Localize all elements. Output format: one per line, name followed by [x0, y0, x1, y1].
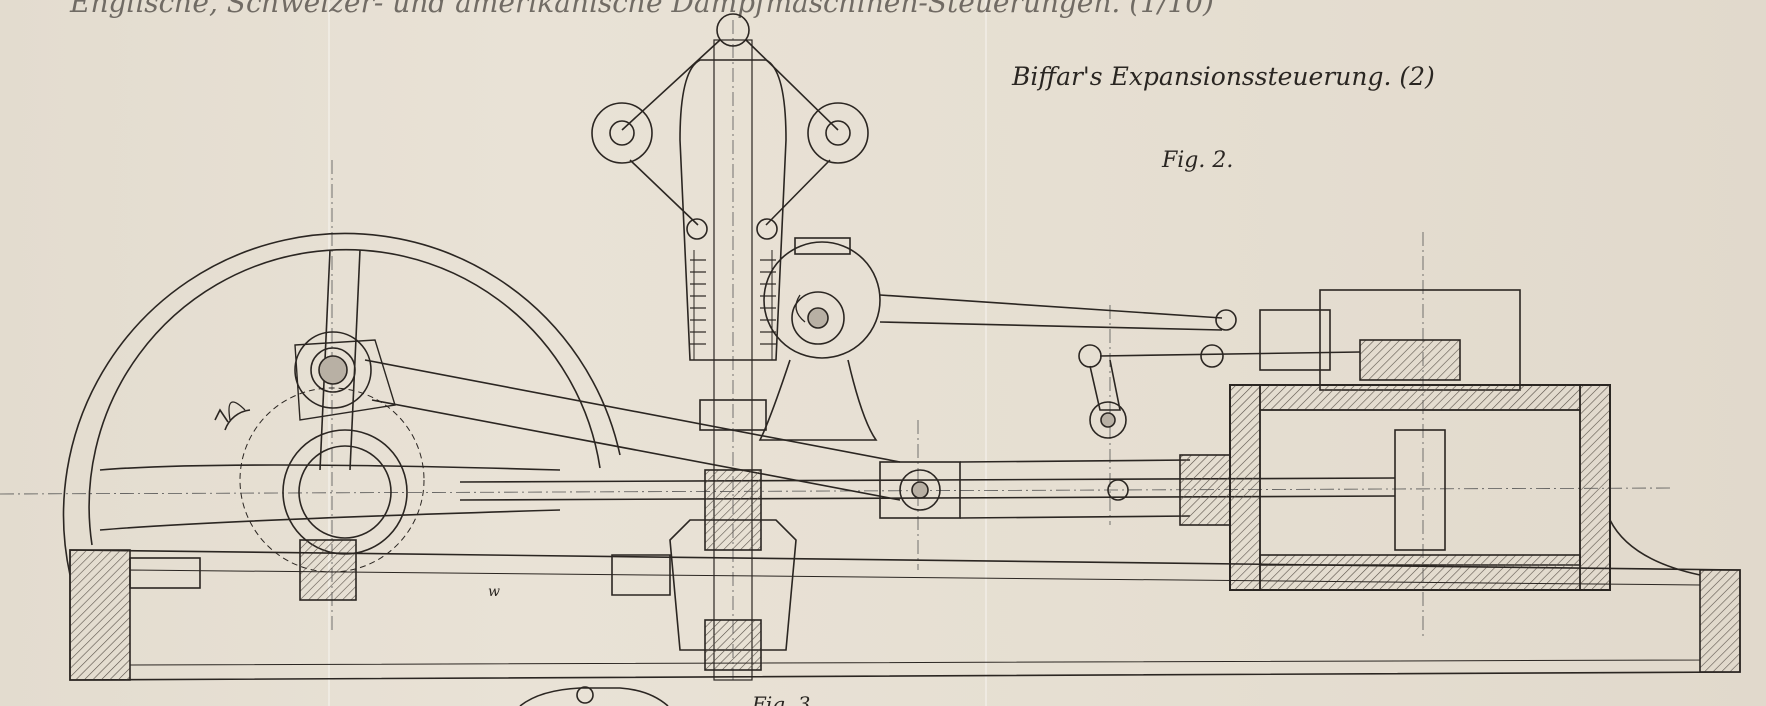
- figure-label-bottom: Fig. 3.: [752, 692, 817, 706]
- flywheel: [62, 232, 621, 576]
- steam-cylinder: [1179, 289, 1611, 591]
- rotation-arrow: [228, 294, 806, 421]
- partial-figure-bottom: [519, 686, 669, 706]
- fold-line: [985, 0, 987, 706]
- fold-line: [328, 0, 330, 706]
- governor: [591, 13, 869, 681]
- bed-plate: [69, 519, 1741, 681]
- top-caption: Englische, Schweizer- und amerikanische …: [70, 0, 1214, 19]
- figure-label: Fig. 2.: [1162, 148, 1234, 173]
- connecting-rod: [364, 359, 961, 519]
- valve-eccentric: [758, 237, 1361, 441]
- figure-title: Biffar's Expansionssteuerung. (2): [1012, 62, 1435, 91]
- letter-mark: w: [488, 584, 500, 600]
